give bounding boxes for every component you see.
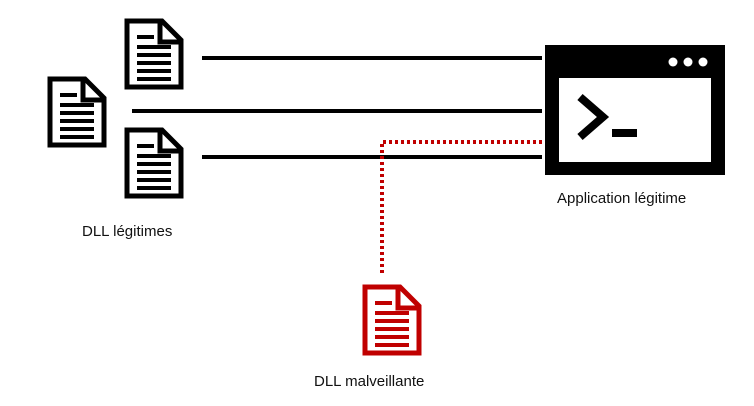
terminal-window-icon bbox=[545, 45, 725, 175]
malicious-link-dotted bbox=[380, 140, 542, 273]
document-icon bbox=[127, 21, 181, 87]
document-icon bbox=[127, 130, 181, 196]
legit-dlls-label: DLL légitimes bbox=[82, 223, 173, 240]
document-icon bbox=[50, 79, 104, 145]
malicious-dll-label: DLL malveillante bbox=[314, 373, 425, 390]
application-label: Application légitime bbox=[557, 190, 687, 207]
malicious-document-icon bbox=[365, 287, 419, 353]
